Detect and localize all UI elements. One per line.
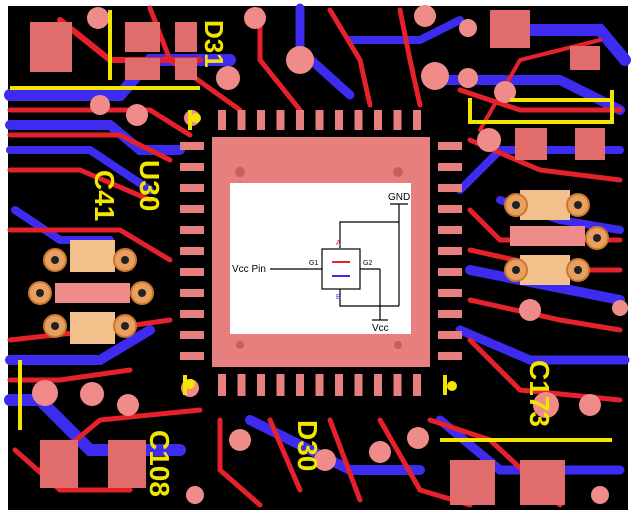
chip-pin [335, 110, 343, 130]
chip-pin [438, 352, 462, 360]
silk-label-u30: U30 [134, 160, 165, 211]
chip-pin [335, 374, 343, 396]
chip-pin [218, 110, 226, 130]
chip-pin [354, 374, 363, 396]
chip-pin [180, 289, 204, 297]
chip-pin [276, 110, 285, 130]
chip-pin [374, 374, 382, 396]
chip-pin [180, 268, 204, 276]
chip-pin [413, 374, 421, 396]
schematic-panel [230, 183, 411, 334]
schematic-a-label: A [336, 240, 341, 247]
tan-pads [70, 190, 570, 344]
chip-pin [438, 184, 462, 192]
chip-pin [237, 374, 246, 396]
chip-pin [296, 110, 304, 130]
chip-pins [180, 110, 462, 396]
chip-pin [218, 374, 226, 396]
schematic-vcc-label: Vcc [372, 323, 389, 334]
chip-pin [180, 142, 204, 150]
chip-pin [438, 142, 462, 150]
silkscreen-lines [10, 10, 614, 442]
chip-pin [180, 310, 204, 318]
chip-pin [180, 352, 204, 360]
chip-pin [354, 110, 363, 130]
chip-pin [180, 331, 204, 339]
chip-pin [180, 163, 204, 171]
chip-corner-markers [185, 113, 457, 391]
chip-pin [237, 110, 246, 130]
chip-pin [438, 163, 462, 171]
chip-pin [180, 184, 204, 192]
schematic-wires [270, 203, 408, 321]
schematic-g1-label: G1 [309, 260, 318, 267]
chip-pin [374, 110, 382, 130]
chip-pin [257, 110, 265, 130]
chip-pin [393, 374, 402, 396]
through-hole-pads [28, 193, 609, 338]
chip-pin [276, 374, 285, 396]
chip-pin [438, 205, 462, 213]
chip-pin [438, 310, 462, 318]
schematic-b-label: B [336, 294, 341, 301]
silk-label-c173: C173 [524, 360, 555, 427]
silk-label-d31: D31 [199, 20, 229, 68]
chip-pin [413, 110, 421, 130]
chip-pin [315, 110, 324, 130]
schematic-vcc-pin-label: Vcc Pin [232, 264, 266, 275]
smd-pads [30, 10, 605, 505]
chip-pin [257, 374, 265, 396]
chip-pin [438, 331, 462, 339]
chip-pin [296, 374, 304, 396]
chip-pin [180, 226, 204, 234]
chip-pin [438, 226, 462, 234]
chip-pin [315, 374, 324, 396]
schematic-gnd-label: GND [388, 192, 410, 203]
vias [32, 5, 628, 504]
chip-pin [393, 110, 402, 130]
chip-pin [438, 247, 462, 255]
chip-vias [235, 167, 403, 349]
chip-pin [438, 268, 462, 276]
chip-pin [180, 247, 204, 255]
schematic-g2-label: G2 [363, 260, 372, 267]
silk-label-d30: D30 [292, 420, 323, 471]
silk-label-c41: C41 [89, 170, 120, 221]
chip-pin [180, 205, 204, 213]
salmon-bars [55, 226, 585, 303]
silk-label-c108: C108 [144, 430, 175, 497]
chip-pin [438, 289, 462, 297]
